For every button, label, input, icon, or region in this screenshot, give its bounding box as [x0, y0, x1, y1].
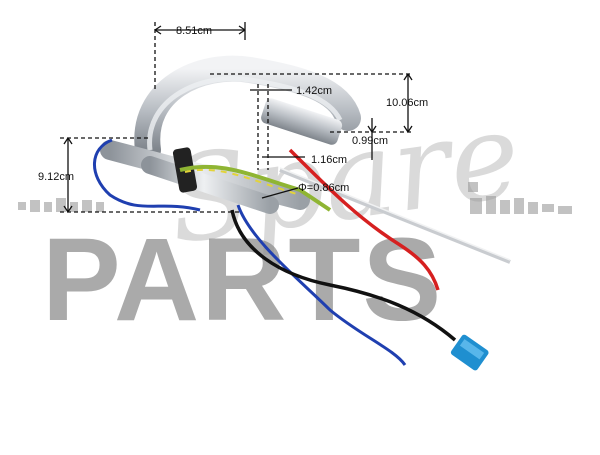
label-height-left: 9.12cm — [38, 171, 74, 183]
red-wire — [288, 148, 440, 291]
label-height-right: 10.06cm — [386, 97, 428, 109]
dimension-annotations — [60, 22, 413, 213]
dimension-labels: 8.51cm 10.06cm 1.42cm 0.99cm 1.16cm 9.12… — [38, 25, 428, 194]
wires — [93, 138, 489, 371]
blue-wire-right — [236, 204, 407, 366]
blue-wire-left — [93, 138, 201, 212]
label-diameter: Φ=0.86cm — [298, 182, 349, 194]
label-width-top: 8.51cm — [176, 25, 212, 37]
heating-element — [100, 55, 511, 264]
label-gap-small: 1.16cm — [311, 154, 347, 166]
label-offset-small: 1.42cm — [296, 85, 332, 97]
blue-connector — [450, 334, 489, 371]
label-offset-right: 0.99cm — [352, 135, 388, 147]
appliance-icons-right — [468, 182, 572, 214]
black-wire — [230, 209, 457, 342]
appliance-icons-left — [18, 198, 104, 212]
